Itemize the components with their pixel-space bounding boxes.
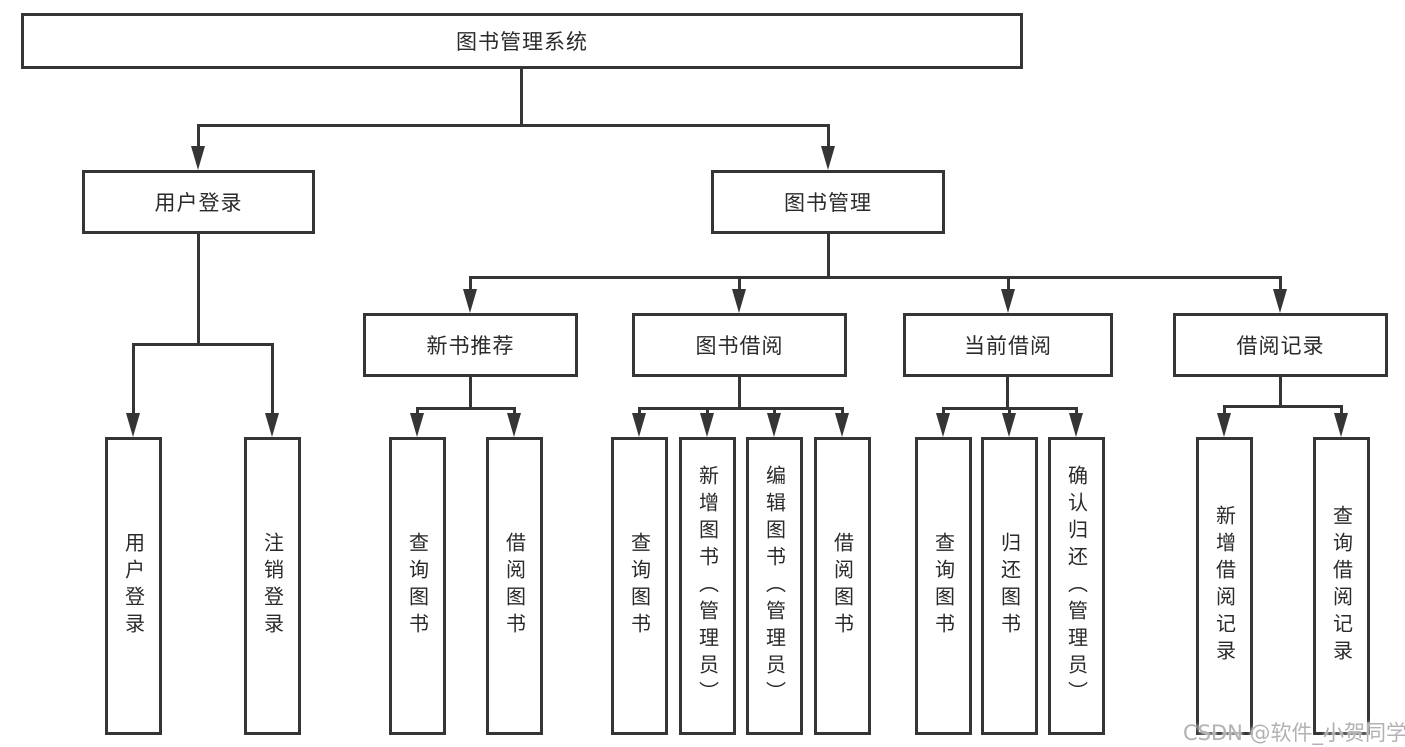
node-current-borrowing: 当前借阅 bbox=[903, 313, 1113, 377]
leaf-logout: 注销登录 bbox=[244, 437, 301, 735]
arrowhead-down-icon bbox=[410, 413, 424, 437]
arrowhead-down-icon bbox=[1069, 413, 1083, 437]
csdn-watermark: CSDN @软件_小贺同学 bbox=[1183, 721, 1405, 745]
arrowhead-down-icon bbox=[507, 413, 521, 437]
leaf-add-borrow-record-label: 新增借阅记录 bbox=[1212, 505, 1237, 667]
leaf-edit-books-admin: 编辑图书（管理员） bbox=[746, 437, 803, 735]
node-book-management: 图书管理 bbox=[711, 170, 945, 234]
arrowhead-down-icon bbox=[700, 413, 714, 437]
connector-line bbox=[1340, 405, 1343, 417]
arrowhead-down-icon bbox=[1273, 289, 1287, 313]
arrowhead-down-icon bbox=[632, 413, 646, 437]
connector-line bbox=[738, 377, 741, 407]
connector-line bbox=[271, 343, 274, 415]
connector-line bbox=[827, 124, 830, 152]
leaf-query-books-2: 查询图书 bbox=[611, 437, 668, 735]
node-user-login-label: 用户登录 bbox=[154, 191, 243, 215]
arrowhead-down-icon bbox=[463, 289, 477, 313]
connector-line bbox=[1223, 405, 1343, 408]
connector-line bbox=[706, 407, 709, 417]
leaf-logout-label: 注销登录 bbox=[260, 532, 285, 640]
connector-line bbox=[1008, 407, 1011, 417]
arrowhead-down-icon bbox=[936, 413, 950, 437]
connector-line bbox=[1279, 377, 1282, 405]
connector-line bbox=[1007, 276, 1010, 292]
connector-line bbox=[469, 276, 472, 292]
connector-line bbox=[638, 407, 641, 417]
leaf-confirm-return-admin-label: 确认归还（管理员） bbox=[1064, 464, 1089, 708]
leaf-add-books-admin: 新增图书（管理员） bbox=[679, 437, 736, 735]
connector-line bbox=[1006, 377, 1009, 407]
arrowhead-down-icon bbox=[1217, 413, 1231, 437]
connector-line bbox=[416, 407, 515, 410]
arrowhead-down-icon bbox=[821, 146, 835, 170]
leaf-query-books-3: 查询图书 bbox=[915, 437, 972, 735]
node-borrowing-records-label: 借阅记录 bbox=[1236, 334, 1325, 358]
leaf-edit-books-admin-label: 编辑图书（管理员） bbox=[762, 464, 787, 708]
connector-line bbox=[132, 343, 135, 415]
arrowhead-down-icon bbox=[767, 413, 781, 437]
node-current-borrowing-label: 当前借阅 bbox=[964, 334, 1052, 358]
arrowhead-down-icon bbox=[1334, 413, 1348, 437]
arrowhead-down-icon bbox=[265, 413, 279, 437]
connector-line bbox=[197, 124, 830, 127]
node-borrowing-records: 借阅记录 bbox=[1173, 313, 1388, 377]
connector-line bbox=[841, 407, 844, 417]
leaf-query-books-1-label: 查询图书 bbox=[405, 532, 430, 640]
node-user-login: 用户登录 bbox=[82, 170, 315, 234]
arrowhead-down-icon bbox=[126, 413, 140, 437]
leaf-borrow-books-1-label: 借阅图书 bbox=[502, 532, 527, 640]
leaf-query-books-1: 查询图书 bbox=[389, 437, 446, 735]
leaf-borrow-books-1: 借阅图书 bbox=[486, 437, 543, 735]
leaf-return-books: 归还图书 bbox=[981, 437, 1038, 735]
leaf-user-login-label: 用户登录 bbox=[121, 532, 146, 640]
connector-line bbox=[1279, 276, 1282, 292]
node-book-borrowing: 图书借阅 bbox=[632, 313, 847, 377]
leaf-query-borrow-record: 查询借阅记录 bbox=[1313, 437, 1370, 735]
connector-line bbox=[520, 69, 523, 124]
arrowhead-down-icon bbox=[1001, 289, 1015, 313]
arrowhead-down-icon bbox=[191, 146, 205, 170]
leaf-query-books-2-label: 查询图书 bbox=[627, 532, 652, 640]
arrowhead-down-icon bbox=[1002, 413, 1016, 437]
node-new-book-recommend-label: 新书推荐 bbox=[426, 334, 515, 358]
node-root: 图书管理系统 bbox=[21, 13, 1023, 69]
leaf-add-books-admin-label: 新增图书（管理员） bbox=[695, 464, 720, 708]
connector-line bbox=[1075, 407, 1078, 417]
connector-line bbox=[416, 407, 419, 417]
leaf-query-borrow-record-label: 查询借阅记录 bbox=[1329, 505, 1354, 667]
connector-line bbox=[197, 124, 200, 152]
arrowhead-down-icon bbox=[835, 413, 849, 437]
connector-line bbox=[469, 377, 472, 407]
connector-line bbox=[638, 407, 844, 410]
leaf-borrow-books-2-label: 借阅图书 bbox=[830, 532, 855, 640]
connector-line bbox=[469, 276, 1282, 279]
arrowhead-down-icon bbox=[732, 289, 746, 313]
connector-line bbox=[738, 276, 741, 292]
node-root-label: 图书管理系统 bbox=[456, 30, 588, 54]
leaf-query-books-3-label: 查询图书 bbox=[931, 532, 956, 640]
connector-line bbox=[942, 407, 945, 417]
connector-line bbox=[513, 407, 516, 417]
leaf-return-books-label: 归还图书 bbox=[997, 532, 1022, 640]
connector-line bbox=[132, 343, 273, 346]
connector-line bbox=[773, 407, 776, 417]
connector-line bbox=[827, 234, 830, 276]
node-new-book-recommend: 新书推荐 bbox=[363, 313, 578, 377]
leaf-user-login: 用户登录 bbox=[105, 437, 162, 735]
node-book-management-label: 图书管理 bbox=[784, 191, 872, 215]
connector-line bbox=[197, 234, 200, 343]
leaf-borrow-books-2: 借阅图书 bbox=[814, 437, 871, 735]
node-book-borrowing-label: 图书借阅 bbox=[695, 334, 784, 358]
leaf-confirm-return-admin: 确认归还（管理员） bbox=[1048, 437, 1105, 735]
leaf-add-borrow-record: 新增借阅记录 bbox=[1196, 437, 1253, 735]
connector-line bbox=[1223, 405, 1226, 417]
